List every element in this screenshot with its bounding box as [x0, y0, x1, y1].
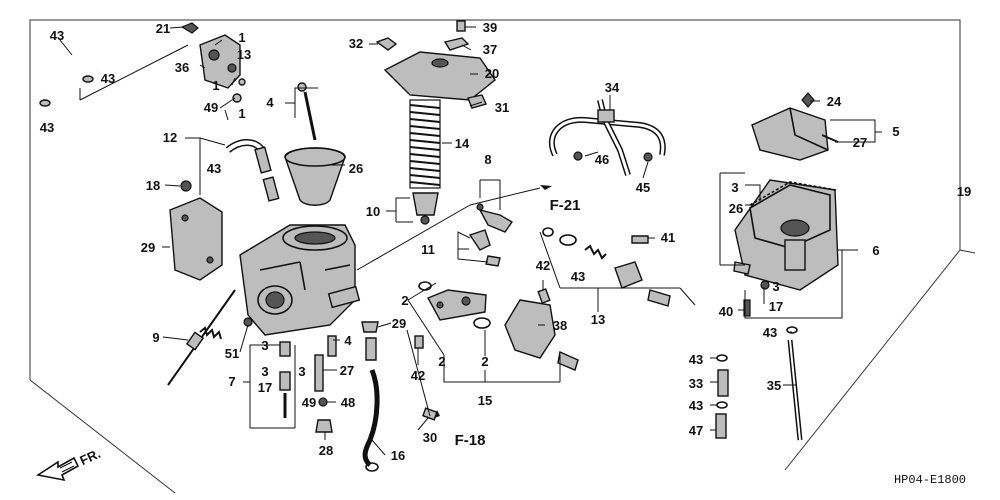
callout-40: 40: [719, 304, 733, 319]
callout-13b: 13: [591, 312, 605, 327]
callout-17a: 17: [769, 299, 783, 314]
callout-32: 32: [349, 36, 363, 51]
callout-37: 37: [483, 42, 497, 57]
callout-8: 8: [484, 152, 491, 167]
ref-f18: F-18: [455, 432, 486, 449]
ref-f21: F-21: [550, 197, 581, 214]
callout-3b: 3: [772, 279, 779, 294]
callout-31: 31: [495, 100, 509, 115]
callout-3d: 3: [261, 364, 268, 379]
callout-43a: 43: [101, 71, 115, 86]
callout-46: 47: [689, 423, 703, 438]
callout-3a: 3: [731, 180, 738, 195]
callout-20: 20: [485, 66, 499, 81]
callout-21: 21: [156, 21, 170, 36]
callout-4a: 4: [266, 95, 274, 110]
callout-36: 36: [175, 60, 189, 75]
callout-1c: 1: [238, 106, 245, 121]
callout-33: 33: [689, 376, 703, 391]
callout-39: 39: [483, 20, 497, 35]
callout-5: 5: [892, 124, 899, 139]
callout-42b: 42: [411, 368, 425, 383]
callout-15: 15: [478, 393, 492, 408]
callout-43e: 43: [689, 352, 703, 367]
callout-44: 45: [636, 180, 650, 195]
callout-11: 11: [421, 242, 435, 257]
callout-43c: 43: [207, 161, 221, 176]
callout-16: 16: [391, 448, 405, 463]
callout-45: 46: [595, 152, 609, 167]
callout-29: 29: [392, 316, 406, 331]
diagram-code: HP04-E1800: [894, 473, 966, 487]
callout-4b: 4: [344, 333, 352, 348]
callout-10: 10: [366, 204, 380, 219]
callout-2c: 2: [481, 354, 488, 369]
callout-9: 9: [152, 330, 159, 345]
callout-35: 35: [767, 378, 781, 393]
callout-43b: 43: [40, 120, 54, 135]
assembly-frame: [29, 19, 976, 494]
callout-17b: 17: [258, 380, 272, 395]
callout-6: 6: [872, 243, 879, 258]
callout-27: 27: [340, 363, 354, 378]
callout-51: 51: [225, 346, 239, 361]
callout-48: 48: [341, 395, 355, 410]
callout-25: 29: [141, 240, 155, 255]
callout-19: 19: [957, 184, 971, 199]
callout-12: 12: [163, 130, 177, 145]
callout-1a: 1: [238, 30, 245, 45]
callout-47: 43: [50, 28, 64, 43]
reference-labels: F-21 F-18: [434, 185, 580, 449]
fr-label: FR.: [77, 446, 102, 468]
callout-18: 18: [146, 178, 160, 193]
callout-43g: 43: [571, 269, 585, 284]
callout-2a: 2: [401, 293, 408, 308]
callout-13a: 13: [237, 47, 251, 62]
carburetor-body: [239, 224, 361, 336]
leader-lines: [59, 26, 882, 456]
front-direction-arrow-icon: FR.: [35, 446, 103, 482]
callout-3e: 3: [298, 364, 305, 379]
callout-3c: 3: [261, 338, 268, 353]
callout-43d: 43: [763, 325, 777, 340]
callout-24: 24: [827, 94, 842, 109]
callout-38: 38: [553, 318, 567, 333]
spring-14: [409, 99, 441, 189]
callout-14: 14: [455, 136, 470, 151]
callout-7: 7: [228, 374, 235, 389]
callout-2b: 2: [438, 354, 445, 369]
callout-30: 30: [423, 430, 437, 445]
callout-42a: 42: [536, 258, 550, 273]
callout-49: 49: [302, 395, 316, 410]
float-chamber: [734, 179, 839, 291]
callout-34: 34: [605, 80, 620, 95]
callout-26: 26: [729, 201, 743, 216]
callout-41: 41: [661, 230, 675, 245]
callout-50: 49: [204, 100, 218, 115]
callout-1b: 1: [212, 78, 219, 93]
callout-22: 26: [349, 161, 363, 176]
callout-28: 28: [319, 443, 333, 458]
callout-labels: 43 21 1 13 36 1 49 1 43 43 4 12 43 26 18…: [40, 20, 971, 463]
callout-23: 27: [853, 135, 867, 150]
callout-43f: 43: [689, 398, 703, 413]
parts-drawings: [39, 20, 839, 472]
